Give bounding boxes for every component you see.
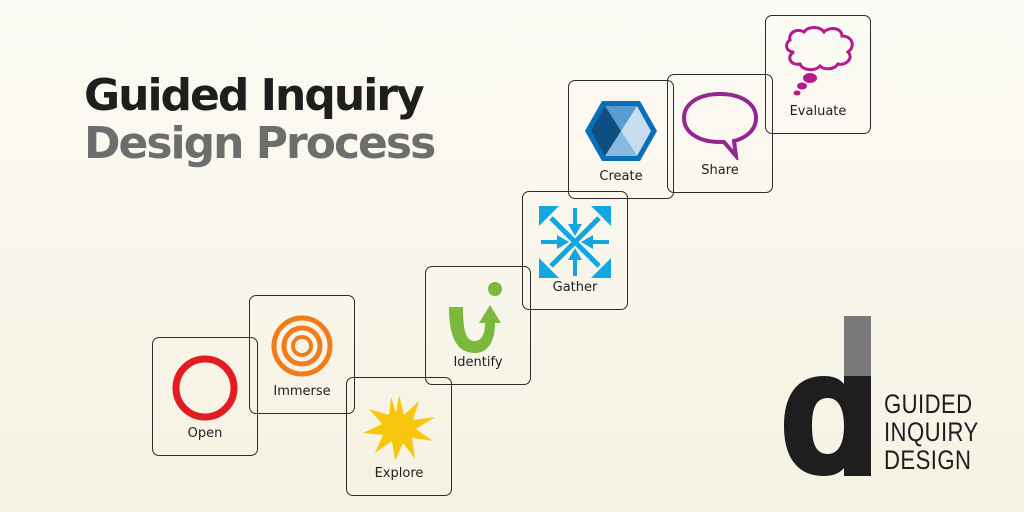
logo-text: GUIDED INQUIRY DESIGN xyxy=(884,390,979,474)
step-label: Explore xyxy=(374,466,424,481)
step-label: Gather xyxy=(552,280,598,295)
step-card-create: Create xyxy=(568,80,674,199)
brand-logo: GUIDED INQUIRY DESIGN xyxy=(784,316,994,481)
step-card-identify: Identify xyxy=(425,266,531,385)
step-label: Immerse xyxy=(273,384,331,399)
step-card-immerse: Immerse xyxy=(249,295,355,414)
step-label: Create xyxy=(599,169,643,184)
thought-bubble-icon xyxy=(766,20,870,100)
step-card-explore: Explore xyxy=(346,377,452,496)
page-title: Guided Inquiry Design Process xyxy=(84,70,436,169)
title-line-1: Guided Inquiry xyxy=(84,70,425,121)
hexagon-icon xyxy=(569,91,673,171)
step-label: Open xyxy=(187,426,223,441)
converging-arrows-icon xyxy=(523,202,627,282)
concentric-rings-icon xyxy=(250,306,354,386)
speech-bubble-icon xyxy=(668,85,772,165)
step-label: Identify xyxy=(453,355,503,370)
step-card-evaluate: Evaluate xyxy=(765,15,871,134)
starburst-icon xyxy=(347,388,451,468)
title-line-2: Design Process xyxy=(84,118,436,169)
step-label: Evaluate xyxy=(789,104,847,119)
step-card-gather: Gather xyxy=(522,191,628,310)
step-label: Share xyxy=(701,163,739,178)
ring-icon xyxy=(153,348,257,428)
step-card-open: Open xyxy=(152,337,258,456)
logo-line-1: GUIDED xyxy=(884,389,973,419)
step-card-share: Share xyxy=(667,74,773,193)
u-turn-arrow-icon xyxy=(426,277,530,357)
logo-line-3: DESIGN xyxy=(884,445,972,475)
logo-line-2: INQUIRY xyxy=(884,417,979,447)
logo-g-mark xyxy=(784,376,871,476)
